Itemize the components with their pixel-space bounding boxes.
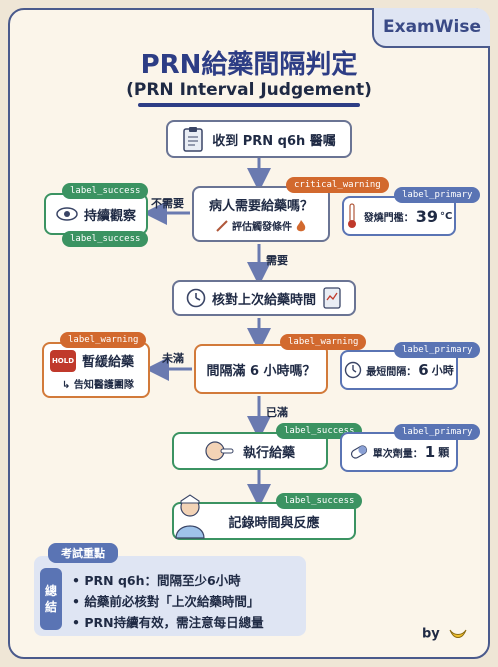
thermometer-icon bbox=[347, 203, 356, 228]
tag-warning-hold: label_warning bbox=[60, 332, 147, 348]
min-interval-unit: 小時 bbox=[431, 364, 454, 377]
edge-need: 需要 bbox=[266, 254, 288, 267]
syringe-icon bbox=[216, 219, 228, 232]
node-check-time: 核對上次給藥時間 bbox=[172, 280, 356, 316]
node-need-decision: 病人需要給藥嗎？ 評估觸發條件 bbox=[192, 186, 330, 242]
chart-doc-icon bbox=[323, 287, 341, 309]
node-check-label: 核對上次給藥時間 bbox=[211, 292, 316, 308]
node-hold: HOLD 暫緩給藥 ↳ 告知醫護團隊 bbox=[42, 342, 150, 398]
node-need-sub: 評估觸發條件 bbox=[232, 222, 292, 233]
node-hold-label: 暫緩給藥 bbox=[82, 355, 135, 370]
title-underline bbox=[138, 103, 360, 107]
clock-icon-small bbox=[345, 361, 362, 379]
note-item: • PRN q6h：間隔至少6小時 bbox=[72, 573, 241, 588]
tag-primary-fever: label_primary bbox=[394, 187, 481, 203]
pill-icon bbox=[350, 445, 367, 459]
note-item: • PRN持續有效，需注意每日總量 bbox=[72, 615, 264, 630]
dose-unit: 顆 bbox=[438, 446, 450, 459]
eye-icon bbox=[56, 207, 78, 221]
tag-success-bottom: label_success bbox=[62, 231, 149, 247]
edge-not-full: 未滿 bbox=[162, 352, 184, 365]
notes-side-label: 總 結 bbox=[40, 568, 62, 630]
node-interval-label: 間隔滿 6 小時嗎？ bbox=[206, 363, 316, 379]
fever-value: 39 bbox=[415, 206, 438, 226]
clock-icon bbox=[186, 288, 206, 308]
tag-primary-dose: label_primary bbox=[394, 424, 481, 440]
min-interval-label: 最短間隔： bbox=[366, 366, 417, 378]
node-hold-sub: 告知醫護團隊 bbox=[73, 379, 134, 391]
return-arrow-icon: ↳ bbox=[62, 379, 74, 391]
tag-success-record: label_success bbox=[276, 493, 363, 509]
page-subtitle: (PRN Interval Judgement) bbox=[126, 80, 372, 100]
banana-icon bbox=[449, 629, 467, 638]
brand-badge: ExamWise bbox=[372, 8, 490, 48]
node-give-label: 執行給藥 bbox=[242, 445, 295, 461]
node-continue-label: 持續觀察 bbox=[83, 208, 136, 224]
tag-primary-interval: label_primary bbox=[394, 342, 481, 358]
edge-no-need: 不需要 bbox=[151, 197, 184, 210]
note-item: • 給藥前必核對「上次給藥時間」 bbox=[72, 594, 260, 609]
min-interval-value: 6 bbox=[418, 361, 429, 379]
node-continue: 持續觀察 bbox=[44, 193, 148, 235]
page-title: PRN給藥間隔判定 bbox=[140, 50, 358, 80]
edge-full: 已滿 bbox=[266, 406, 288, 419]
exam-notes-title: 考試重點 bbox=[48, 543, 118, 563]
node-start: 收到 PRN q6h 醫囑 bbox=[166, 120, 352, 158]
footer-by: by bbox=[422, 626, 468, 642]
tag-success-top: label_success bbox=[62, 183, 149, 199]
node-interval-decision: 間隔滿 6 小時嗎？ bbox=[194, 344, 328, 394]
patient-medication-icon bbox=[205, 441, 234, 461]
node-start-label: 收到 PRN q6h 醫囑 bbox=[212, 133, 336, 149]
node-record-label: 記錄時間與反應 bbox=[228, 515, 320, 531]
dose-label: 單次劑量： bbox=[372, 448, 423, 460]
nurse-icon bbox=[175, 494, 205, 539]
exam-notes-panel bbox=[34, 556, 306, 636]
hold-sign-icon: HOLD bbox=[50, 349, 76, 372]
fever-label: 發燒門檻： bbox=[363, 212, 414, 224]
fever-unit: °C bbox=[439, 210, 453, 222]
dose-value: 1 bbox=[424, 443, 436, 461]
flame-icon bbox=[296, 219, 306, 232]
tag-critical: critical_warning bbox=[286, 177, 389, 193]
tag-warning-interval: label_warning bbox=[280, 334, 367, 350]
node-give: 執行給藥 bbox=[172, 432, 328, 470]
clipboard-icon bbox=[183, 127, 203, 152]
node-need-label: 病人需要給藥嗎？ bbox=[208, 199, 313, 214]
